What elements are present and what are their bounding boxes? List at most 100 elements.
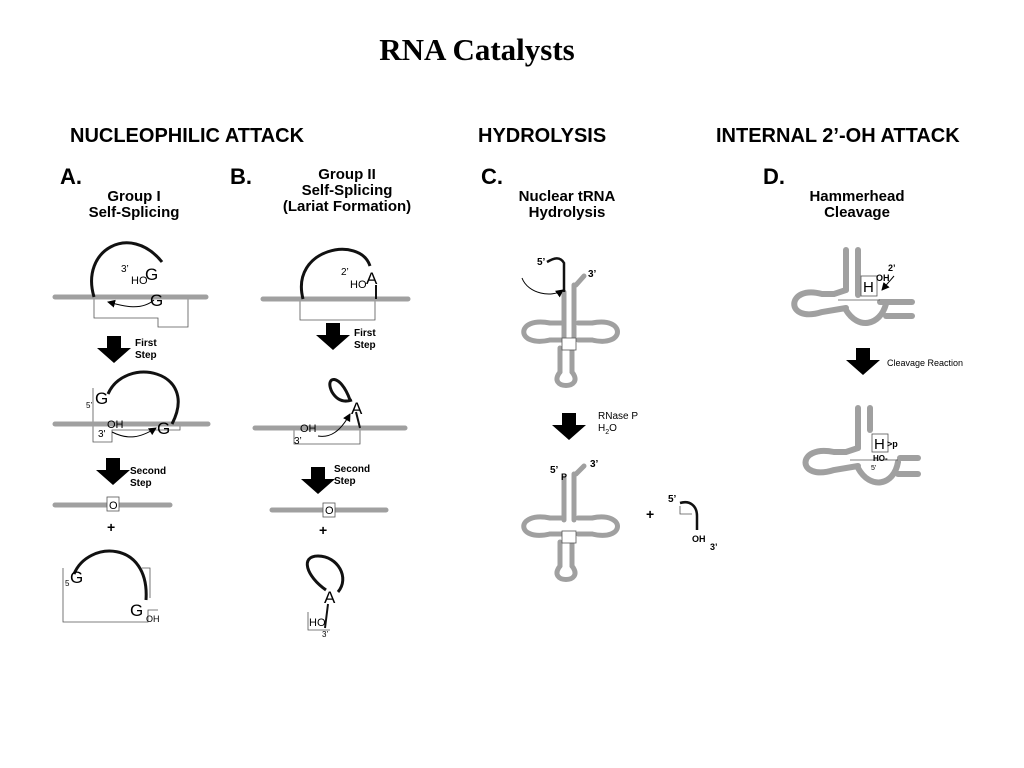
- left-loop: [791, 287, 849, 318]
- 3prime-tail: [573, 463, 587, 477]
- d-loop: [521, 319, 553, 344]
- panel-a-first-step-arrow: First Step: [97, 336, 157, 363]
- label-5prime: 5’: [550, 465, 559, 476]
- lariat-loop: [328, 378, 353, 403]
- label-g: G: [95, 389, 108, 408]
- lariat-tail: [324, 603, 329, 629]
- label-g: G: [70, 568, 83, 587]
- plus-sign: +: [107, 519, 115, 535]
- water-label: H2O: [598, 423, 617, 436]
- label-3prime: 3’: [590, 459, 599, 470]
- lower-loop: [855, 459, 901, 486]
- panel-c-trna-diagram: 5’ 3’ RNase P H2O 5’ P 3’ +: [521, 257, 718, 582]
- second-step-label-line1: Second: [334, 464, 370, 475]
- first-step-label-line2: Step: [135, 350, 157, 361]
- intron-outline: [93, 297, 189, 328]
- t-loop: [589, 319, 620, 344]
- label-p: P: [561, 472, 567, 482]
- label-a: A: [324, 588, 336, 607]
- attack-arrow: [111, 427, 157, 438]
- panel-a-step1-precursor: 3’ HO G G: [52, 241, 209, 328]
- panel-d-reaction-arrow: Cleavage Reaction: [846, 348, 963, 375]
- panel-a-second-step-arrow: Second Step: [96, 458, 166, 489]
- caption-line: Self-Splicing: [301, 182, 393, 199]
- label-3prime: 3’: [588, 269, 597, 280]
- panel-d-ribozyme-after: [802, 405, 921, 486]
- lariat-loop: [305, 554, 345, 593]
- label-oh: OH: [146, 614, 160, 624]
- attack-arrow: [317, 413, 351, 437]
- label-3prime: 3’: [710, 542, 718, 552]
- panel-d-hammerhead-diagram: H OH 2’ Cleavage Reaction H >p HO- 5’: [791, 247, 963, 486]
- label-oh: OH: [107, 419, 124, 431]
- label-5prime: 5’: [86, 401, 92, 410]
- intron-outline: [299, 299, 376, 321]
- label-ho: HO: [131, 275, 148, 287]
- trna-core-box: [561, 530, 577, 544]
- panel-b-step1-precursor: 2’ HO A: [260, 247, 411, 321]
- second-step-down-arrow-icon: [96, 458, 130, 485]
- hydrolysis-attack-arrow: [521, 277, 564, 298]
- panel-d-ribozyme-before: [791, 247, 915, 326]
- slide-title: RNA Catalysts: [379, 32, 575, 67]
- left-loop: [802, 445, 861, 476]
- panel-c-released-leader: 5’ OH 3’: [668, 494, 718, 552]
- label-5prime: 5’: [871, 465, 877, 472]
- junction-box: [106, 496, 120, 512]
- intron-loop: [90, 241, 164, 298]
- panel-a-caption: Group I Self-Splicing: [74, 189, 194, 221]
- junction-box: [322, 502, 336, 518]
- panel-b-second-step-arrow: Second Step: [301, 464, 370, 494]
- panel-d-letter: D.: [763, 164, 785, 189]
- panel-b-first-step-arrow: First Step: [316, 323, 376, 351]
- panel-a-excised-intron: 5 G G OH: [62, 549, 160, 624]
- panel-b-caption: Group II Self-Splicing (Lariat Formation…: [262, 167, 432, 215]
- panel-c-precursor-trna: [521, 273, 620, 388]
- 5prime-leader-fragment: [679, 501, 699, 530]
- label-3prime: 3’: [294, 436, 302, 447]
- section-title-nucleophilic-attack: NUCLEOPHILIC ATTACK: [70, 125, 305, 147]
- label-oh: OH: [692, 534, 706, 544]
- panel-b-letter: B.: [230, 164, 252, 189]
- label-ho: HO: [309, 617, 326, 629]
- panel-a-ligated-exons: O +: [52, 496, 173, 535]
- label-g-splice-site: G: [157, 419, 170, 438]
- anticodon-loop: [554, 369, 578, 388]
- plus-sign: +: [646, 506, 654, 522]
- attack-arrow: [107, 299, 155, 308]
- linear-intron: [72, 549, 148, 601]
- label-2prime: 2’: [341, 267, 349, 278]
- intron-outline: [307, 612, 330, 631]
- label-g: G: [130, 601, 143, 620]
- second-step-label-line2: Step: [334, 476, 356, 487]
- intron-loop: [299, 247, 372, 300]
- intron-outline: [92, 388, 181, 443]
- label-3prime: 3’: [121, 264, 129, 275]
- d-loop: [521, 514, 553, 538]
- label-o: O: [109, 500, 118, 512]
- caption-line: Self-Splicing: [88, 204, 180, 221]
- cleavage-product-box: [871, 433, 889, 453]
- section-title-internal-oh-attack: INTERNAL 2’-OH ATTACK: [716, 125, 960, 147]
- label-5prime: 5’: [668, 494, 677, 505]
- panel-a-group-i-diagram: 3’ HO G G First Step 5’ G OH 3' G Second…: [52, 241, 211, 624]
- label-o: O: [325, 505, 334, 517]
- label-h: H: [863, 279, 874, 296]
- caption-line: Hammerhead: [809, 188, 905, 205]
- label-3prime: 3': [98, 429, 106, 440]
- intron-outline: [293, 428, 361, 445]
- anticodon-loop: [554, 563, 578, 582]
- caption-line: Hydrolysis: [528, 204, 606, 221]
- trna-core-box: [561, 337, 577, 351]
- panel-b-step2-lariat-intermediate: A OH 3’: [252, 378, 408, 447]
- plus-sign: +: [319, 522, 327, 538]
- label-a: A: [351, 399, 363, 418]
- first-step-down-arrow-icon: [316, 323, 350, 350]
- caption-line: Group II: [318, 166, 376, 183]
- panel-d-caption: Hammerhead Cleavage: [790, 189, 924, 221]
- fragment-outline: [679, 506, 692, 515]
- label-3prime: 3’: [322, 630, 328, 639]
- label-5prime: 5’: [537, 257, 546, 268]
- intron-outline: [142, 567, 151, 598]
